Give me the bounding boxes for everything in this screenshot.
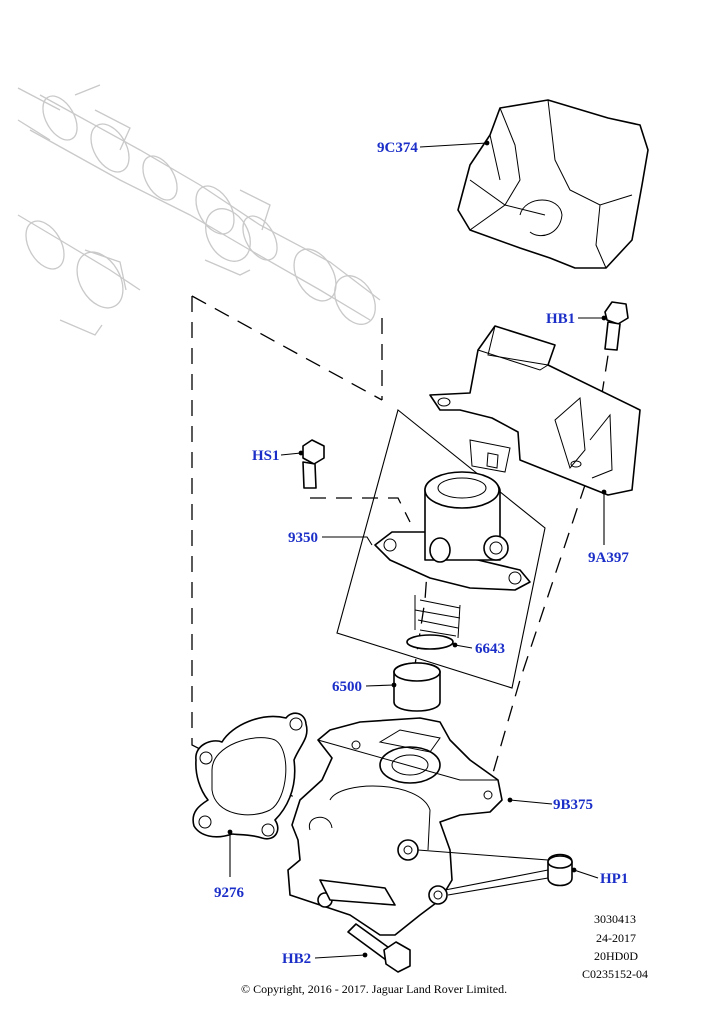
copyright-text: © Copyright, 2016 - 2017. Jaguar Land Ro… [241,982,507,996]
callout-9b375[interactable]: 9B375 [553,797,593,813]
gasket-9276[interactable] [192,712,308,840]
callout-6643[interactable]: 6643 [475,641,505,657]
o-ring-6643[interactable] [406,634,454,650]
callout-hb2[interactable]: HB2 [282,951,311,967]
reference-line-2: 24-2017 [596,931,636,945]
bolt-hb1[interactable] [604,301,629,351]
callout-6500[interactable]: 6500 [332,679,362,695]
reference-line-4: C0235152-04 [582,967,648,981]
pump-housing-9b375[interactable] [287,717,503,936]
bolt-hb2[interactable] [347,923,411,973]
leader-lines [227,140,607,959]
callout-hb1[interactable]: HB1 [546,311,575,327]
tappet-6500[interactable] [393,662,441,712]
plug-hp1[interactable] [547,853,573,887]
stud-hs1[interactable] [302,439,325,489]
callout-9276[interactable]: 9276 [214,885,245,901]
reference-line-1: 3030413 [594,912,636,926]
callout-9a397[interactable]: 9A397 [588,550,629,566]
callout-9c374[interactable]: 9C374 [377,140,418,156]
bracket-9a397[interactable] [429,325,641,496]
fuel-pump-9350[interactable] [374,439,531,639]
callout-hs1[interactable]: HS1 [252,448,280,464]
reference-line-3: 20HD0D [594,949,638,963]
callout-hp1[interactable]: HP1 [600,871,628,887]
camshaft-ghost-illustration [17,84,381,336]
callout-9350[interactable]: 9350 [288,530,318,546]
pump-cover-9c374[interactable] [457,99,649,269]
